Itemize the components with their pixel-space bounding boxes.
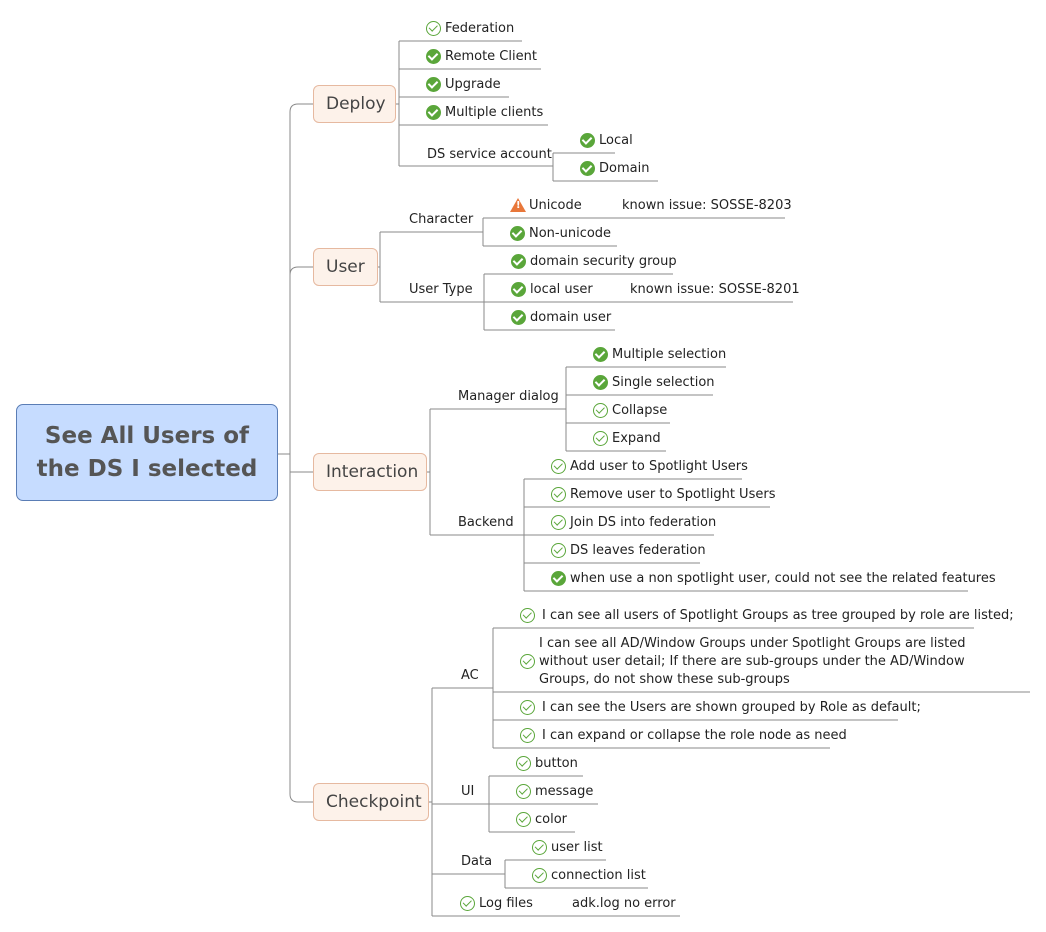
- check-outline-icon: [593, 403, 608, 418]
- topic-multiple-selection[interactable]: Multiple selection: [612, 347, 727, 362]
- topic-connection-list[interactable]: connection list: [551, 868, 646, 883]
- topic-join-ds[interactable]: Join DS into federation: [570, 515, 717, 530]
- topic-expand[interactable]: Expand: [612, 431, 661, 446]
- branch-user[interactable]: User: [313, 248, 378, 286]
- topic-domain[interactable]: Domain: [599, 161, 650, 176]
- topic-log-note: adk.log no error: [572, 896, 676, 911]
- topic-backend[interactable]: Backend: [458, 515, 514, 530]
- topic-message[interactable]: message: [535, 784, 594, 799]
- root-topic-line1: See All Users of: [44, 422, 250, 449]
- check-outline-icon: [551, 487, 566, 502]
- topic-non-unicode[interactable]: Non-unicode: [529, 226, 612, 241]
- topic-user-type[interactable]: User Type: [409, 282, 473, 297]
- check-outline-icon: [532, 868, 547, 883]
- branch-interaction[interactable]: Interaction: [313, 453, 427, 491]
- topic-remove-user[interactable]: Remove user to Spotlight Users: [570, 487, 776, 502]
- check-outline-icon: [516, 784, 531, 799]
- topic-upgrade[interactable]: Upgrade: [445, 77, 501, 92]
- warning-icon: [510, 198, 526, 212]
- check-outline-icon: [520, 654, 535, 669]
- check-outline-icon: [516, 756, 531, 771]
- check-outline-icon: [520, 728, 535, 743]
- check-outline-icon: [551, 543, 566, 558]
- topic-non-spotlight[interactable]: when use a non spotlight user, could not…: [570, 571, 996, 586]
- root-topic-line2: the DS I selected: [36, 455, 258, 482]
- topic-local-user[interactable]: local user: [530, 282, 593, 297]
- check-outline-icon: [520, 608, 535, 623]
- topic-federation[interactable]: Federation: [445, 21, 515, 36]
- check-icon: [426, 77, 441, 92]
- check-outline-icon: [460, 896, 475, 911]
- topic-button[interactable]: button: [535, 756, 578, 771]
- check-outline-icon: [532, 840, 547, 855]
- topic-unicode[interactable]: Unicode: [529, 198, 582, 213]
- check-icon: [426, 105, 441, 120]
- check-icon: [593, 375, 608, 390]
- topic-ac2[interactable]: I can see all AD/Window Groups under Spo…: [539, 636, 966, 687]
- topic-data[interactable]: Data: [461, 854, 493, 869]
- topic-add-user[interactable]: Add user to Spotlight Users: [570, 459, 748, 474]
- check-icon: [511, 254, 526, 269]
- topic-remote-client[interactable]: Remote Client: [445, 49, 537, 64]
- check-outline-icon: [551, 459, 566, 474]
- check-icon: [511, 282, 526, 297]
- topic-ac4[interactable]: I can expand or collapse the role node a…: [542, 728, 847, 743]
- topic-ac[interactable]: AC: [461, 668, 479, 683]
- check-icon: [426, 49, 441, 64]
- topic-ds-leaves[interactable]: DS leaves federation: [570, 543, 706, 558]
- topic-manager-dialog[interactable]: Manager dialog: [458, 389, 559, 404]
- check-icon: [580, 161, 595, 176]
- topic-multiple-clients[interactable]: Multiple clients: [445, 105, 544, 120]
- topic-ac1[interactable]: I can see all users of Spotlight Groups …: [542, 608, 1014, 623]
- check-outline-icon: [426, 21, 441, 36]
- topic-log-files[interactable]: Log files: [479, 896, 533, 911]
- topic-unicode-note: known issue: SOSSE-8203: [622, 198, 792, 213]
- topic-user-list[interactable]: user list: [551, 840, 603, 855]
- check-icon: [510, 226, 525, 241]
- check-outline-icon: [593, 431, 608, 446]
- check-outline-icon: [551, 515, 566, 530]
- root-topic[interactable]: See All Users of the DS I selected: [16, 404, 278, 501]
- topic-single-selection[interactable]: Single selection: [612, 375, 715, 390]
- check-outline-icon: [520, 700, 535, 715]
- topic-domain-security-group[interactable]: domain security group: [530, 254, 677, 269]
- topic-local[interactable]: Local: [599, 133, 633, 148]
- topic-color[interactable]: color: [535, 812, 568, 827]
- topic-ds-service-account[interactable]: DS service account: [427, 147, 552, 162]
- topic-ac3[interactable]: I can see the Users are shown grouped by…: [542, 700, 921, 715]
- branch-checkpoint[interactable]: Checkpoint: [313, 783, 429, 821]
- check-icon: [511, 310, 526, 325]
- branch-deploy[interactable]: Deploy: [313, 85, 396, 123]
- topic-ui[interactable]: UI: [461, 784, 475, 799]
- check-icon: [580, 133, 595, 148]
- topic-local-user-note: known issue: SOSSE-8201: [630, 282, 800, 297]
- topic-character[interactable]: Character: [409, 212, 474, 227]
- topic-collapse[interactable]: Collapse: [612, 403, 668, 418]
- check-icon: [593, 347, 608, 362]
- topic-domain-user[interactable]: domain user: [530, 310, 612, 325]
- check-outline-icon: [516, 812, 531, 827]
- check-icon: [551, 571, 566, 586]
